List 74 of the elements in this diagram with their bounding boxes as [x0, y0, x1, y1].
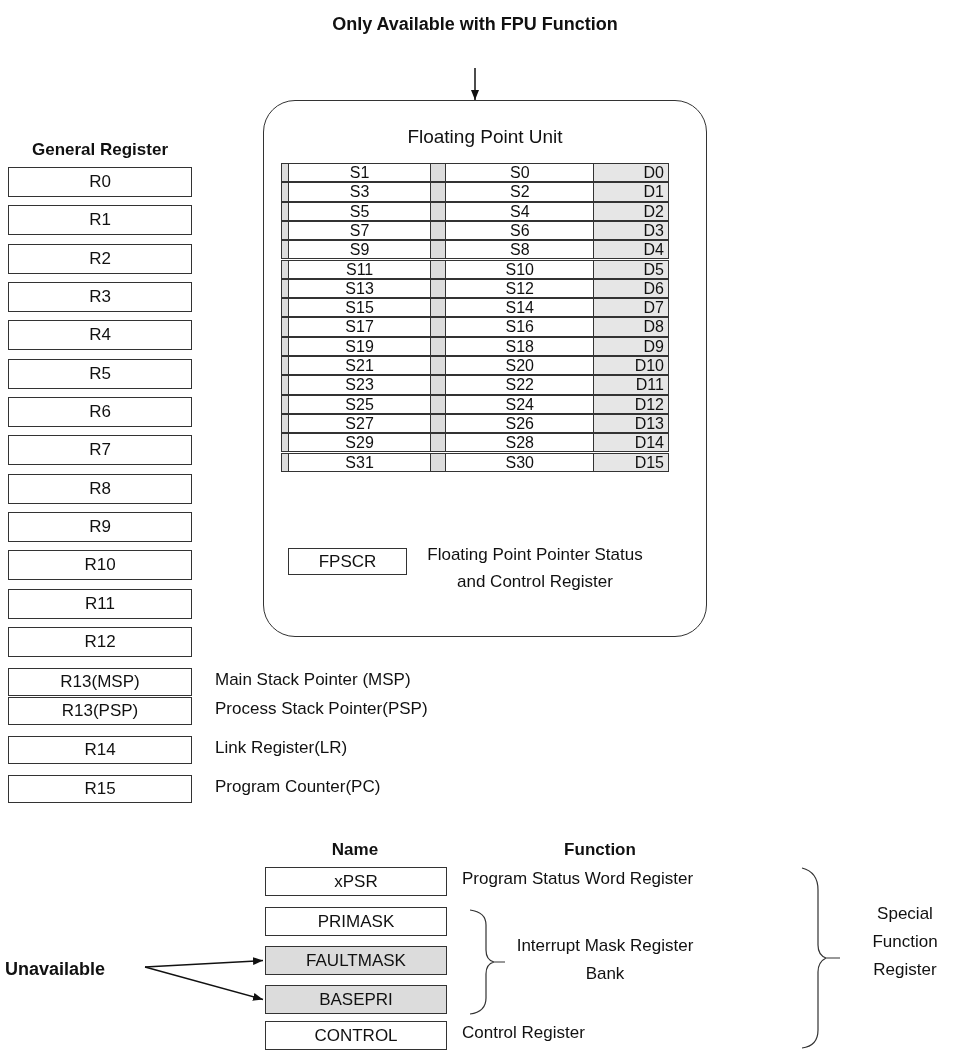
column-heading: General Register: [30, 139, 170, 161]
register-box: R13(MSP): [8, 668, 192, 696]
register-box: R1: [8, 205, 192, 235]
arrow: [144, 966, 264, 1001]
table-cell: D7: [594, 299, 668, 317]
register-row: [281, 163, 669, 183]
register-row: [281, 433, 669, 453]
column-heading: Function: [563, 839, 637, 861]
table-cell: D10: [594, 357, 668, 375]
heading-text: Only Available with FPU Function: [300, 10, 650, 68]
group-label: Special Function Register: [871, 903, 939, 981]
register-box: R6: [8, 397, 192, 427]
register-row: [281, 375, 669, 395]
register-description: Main Stack Pointer (MSP): [215, 670, 411, 691]
table-cell: D13: [594, 414, 668, 433]
column-heading: Name: [330, 839, 380, 861]
register-box: PRIMASK: [265, 907, 447, 936]
table-cell: D11: [594, 376, 668, 394]
fpu-panel: [263, 100, 707, 637]
table-cell: D15: [594, 453, 668, 471]
register-box: R8: [8, 474, 192, 504]
register-box: R12: [8, 627, 192, 657]
table-cell: D6: [594, 279, 668, 298]
register-box: BASEPRI: [265, 985, 447, 1014]
register-row: [281, 317, 669, 337]
table-cell: D12: [594, 395, 668, 413]
register-box: R4: [8, 320, 192, 350]
panel-heading: Floating Point Unit: [406, 126, 564, 149]
table-cell: D4: [594, 241, 668, 259]
register-box: R9: [8, 512, 192, 542]
register-row: [281, 394, 669, 414]
register-description: Link Register(LR): [215, 738, 348, 759]
register-box: CONTROL: [265, 1021, 447, 1050]
table-cell: D9: [594, 337, 668, 355]
register-row: [281, 413, 669, 434]
register-box: R14: [8, 736, 192, 764]
register-row: [281, 336, 669, 356]
register-box: R10: [8, 550, 192, 580]
register-row: [281, 220, 669, 241]
table-cell: D14: [594, 434, 668, 452]
register-description: Program Counter(PC): [215, 777, 381, 798]
register-box: FPSCR: [288, 548, 407, 575]
register-row: [281, 452, 669, 472]
register-box: R2: [8, 244, 192, 274]
table-cell: D8: [594, 318, 668, 336]
register-row: [281, 356, 669, 376]
table-cell: D3: [594, 221, 668, 240]
arrow: [144, 957, 264, 968]
table-cell: D2: [594, 202, 668, 220]
table-cell: D5: [594, 260, 668, 278]
register-description: Control Register: [462, 1023, 585, 1044]
register-row: [281, 278, 669, 299]
register-box: R5: [8, 359, 192, 389]
group-label: Interrupt Mask Register Bank: [515, 935, 695, 985]
table-cell: D1: [594, 183, 668, 201]
register-row: [281, 259, 669, 279]
register-box: R13(PSP): [8, 697, 192, 725]
register-row: [281, 298, 669, 318]
register-box: FAULTMASK: [265, 946, 447, 975]
register-box: R7: [8, 435, 192, 465]
table-cell: D0: [594, 164, 668, 182]
note-text: Unavailable: [0, 955, 110, 979]
register-box: xPSR: [265, 867, 447, 896]
register-description: Program Status Word Register: [462, 869, 694, 890]
register-row: [281, 240, 669, 260]
register-box: R0: [8, 167, 192, 197]
register-description: Floating Point Pointer Status and Control Register: [426, 544, 644, 593]
register-box: R3: [8, 282, 192, 312]
register-row: [281, 182, 669, 202]
arrow: [471, 67, 479, 101]
register-box: R15: [8, 775, 192, 803]
register-box: R11: [8, 589, 192, 619]
register-row: [281, 201, 669, 221]
register-description: Process Stack Pointer(PSP): [215, 699, 428, 720]
